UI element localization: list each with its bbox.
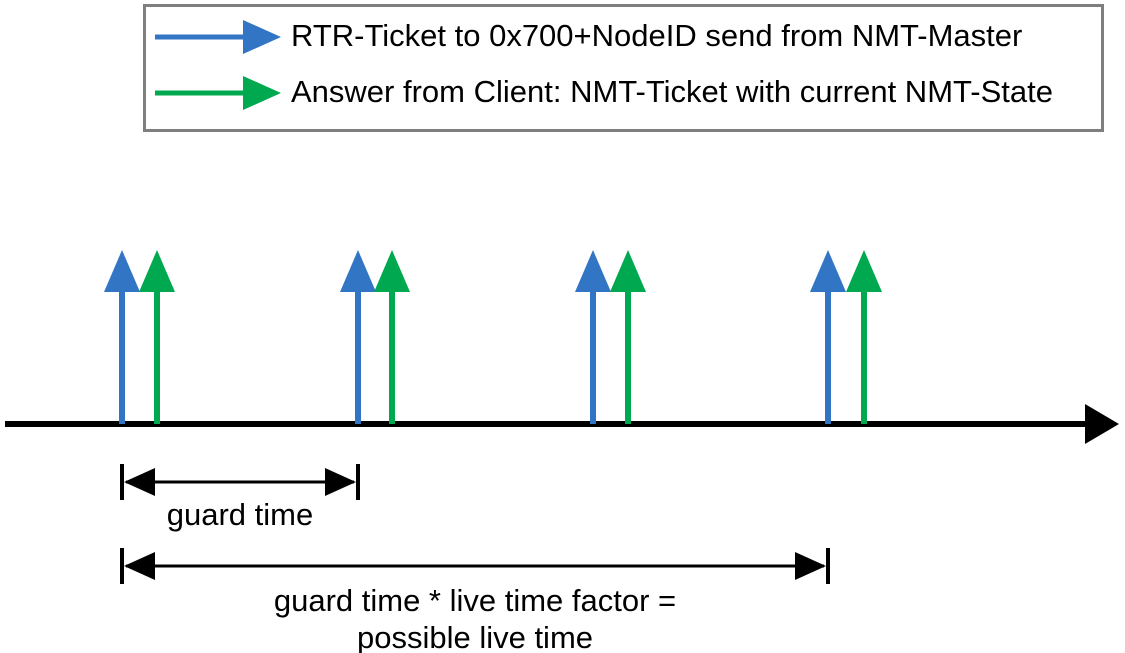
time-axis-arrowhead xyxy=(1085,404,1119,444)
measurement-possible-live-time: guard time * live time factor = possible… xyxy=(120,548,830,653)
legend-box xyxy=(143,4,1104,132)
legend-item-rtr-ticket[interactable]: RTR-Ticket to 0x700+NodeID send from NMT… xyxy=(155,18,1022,54)
live-time-label-line-1: guard time * live time factor = xyxy=(274,583,676,618)
legend: RTR-Ticket to 0x700+NodeID send from NMT… xyxy=(143,4,1104,132)
event-arrow-nmt-3 xyxy=(610,250,646,424)
measurement-guard-time: guard time xyxy=(120,464,360,532)
live-time-arrowhead-left xyxy=(124,552,155,580)
right-arrow-icon xyxy=(155,76,281,110)
event-arrows xyxy=(104,250,882,424)
live-time-label-line-2: possible live time xyxy=(357,620,593,653)
event-arrow-rtr-2 xyxy=(340,250,376,424)
guard-time-arrowhead-right xyxy=(325,468,356,496)
event-arrow-nmt-4 xyxy=(846,250,882,424)
time-axis xyxy=(5,404,1119,444)
event-arrow-nmt-1 xyxy=(139,250,175,424)
guard-time-arrowhead-left xyxy=(124,468,155,496)
guard-time-label: guard time xyxy=(167,497,313,532)
live-time-arrowhead-right xyxy=(795,552,826,580)
legend-item-nmt-ticket[interactable]: Answer from Client: NMT-Ticket with curr… xyxy=(155,74,1053,110)
event-arrow-rtr-4 xyxy=(810,250,846,424)
event-arrow-rtr-1 xyxy=(104,250,140,424)
right-arrow-icon xyxy=(155,20,281,54)
legend-item-label: RTR-Ticket to 0x700+NodeID send from NMT… xyxy=(291,18,1022,53)
legend-item-label: Answer from Client: NMT-Ticket with curr… xyxy=(291,74,1053,109)
event-arrow-nmt-2 xyxy=(374,250,410,424)
event-arrow-rtr-3 xyxy=(575,250,611,424)
